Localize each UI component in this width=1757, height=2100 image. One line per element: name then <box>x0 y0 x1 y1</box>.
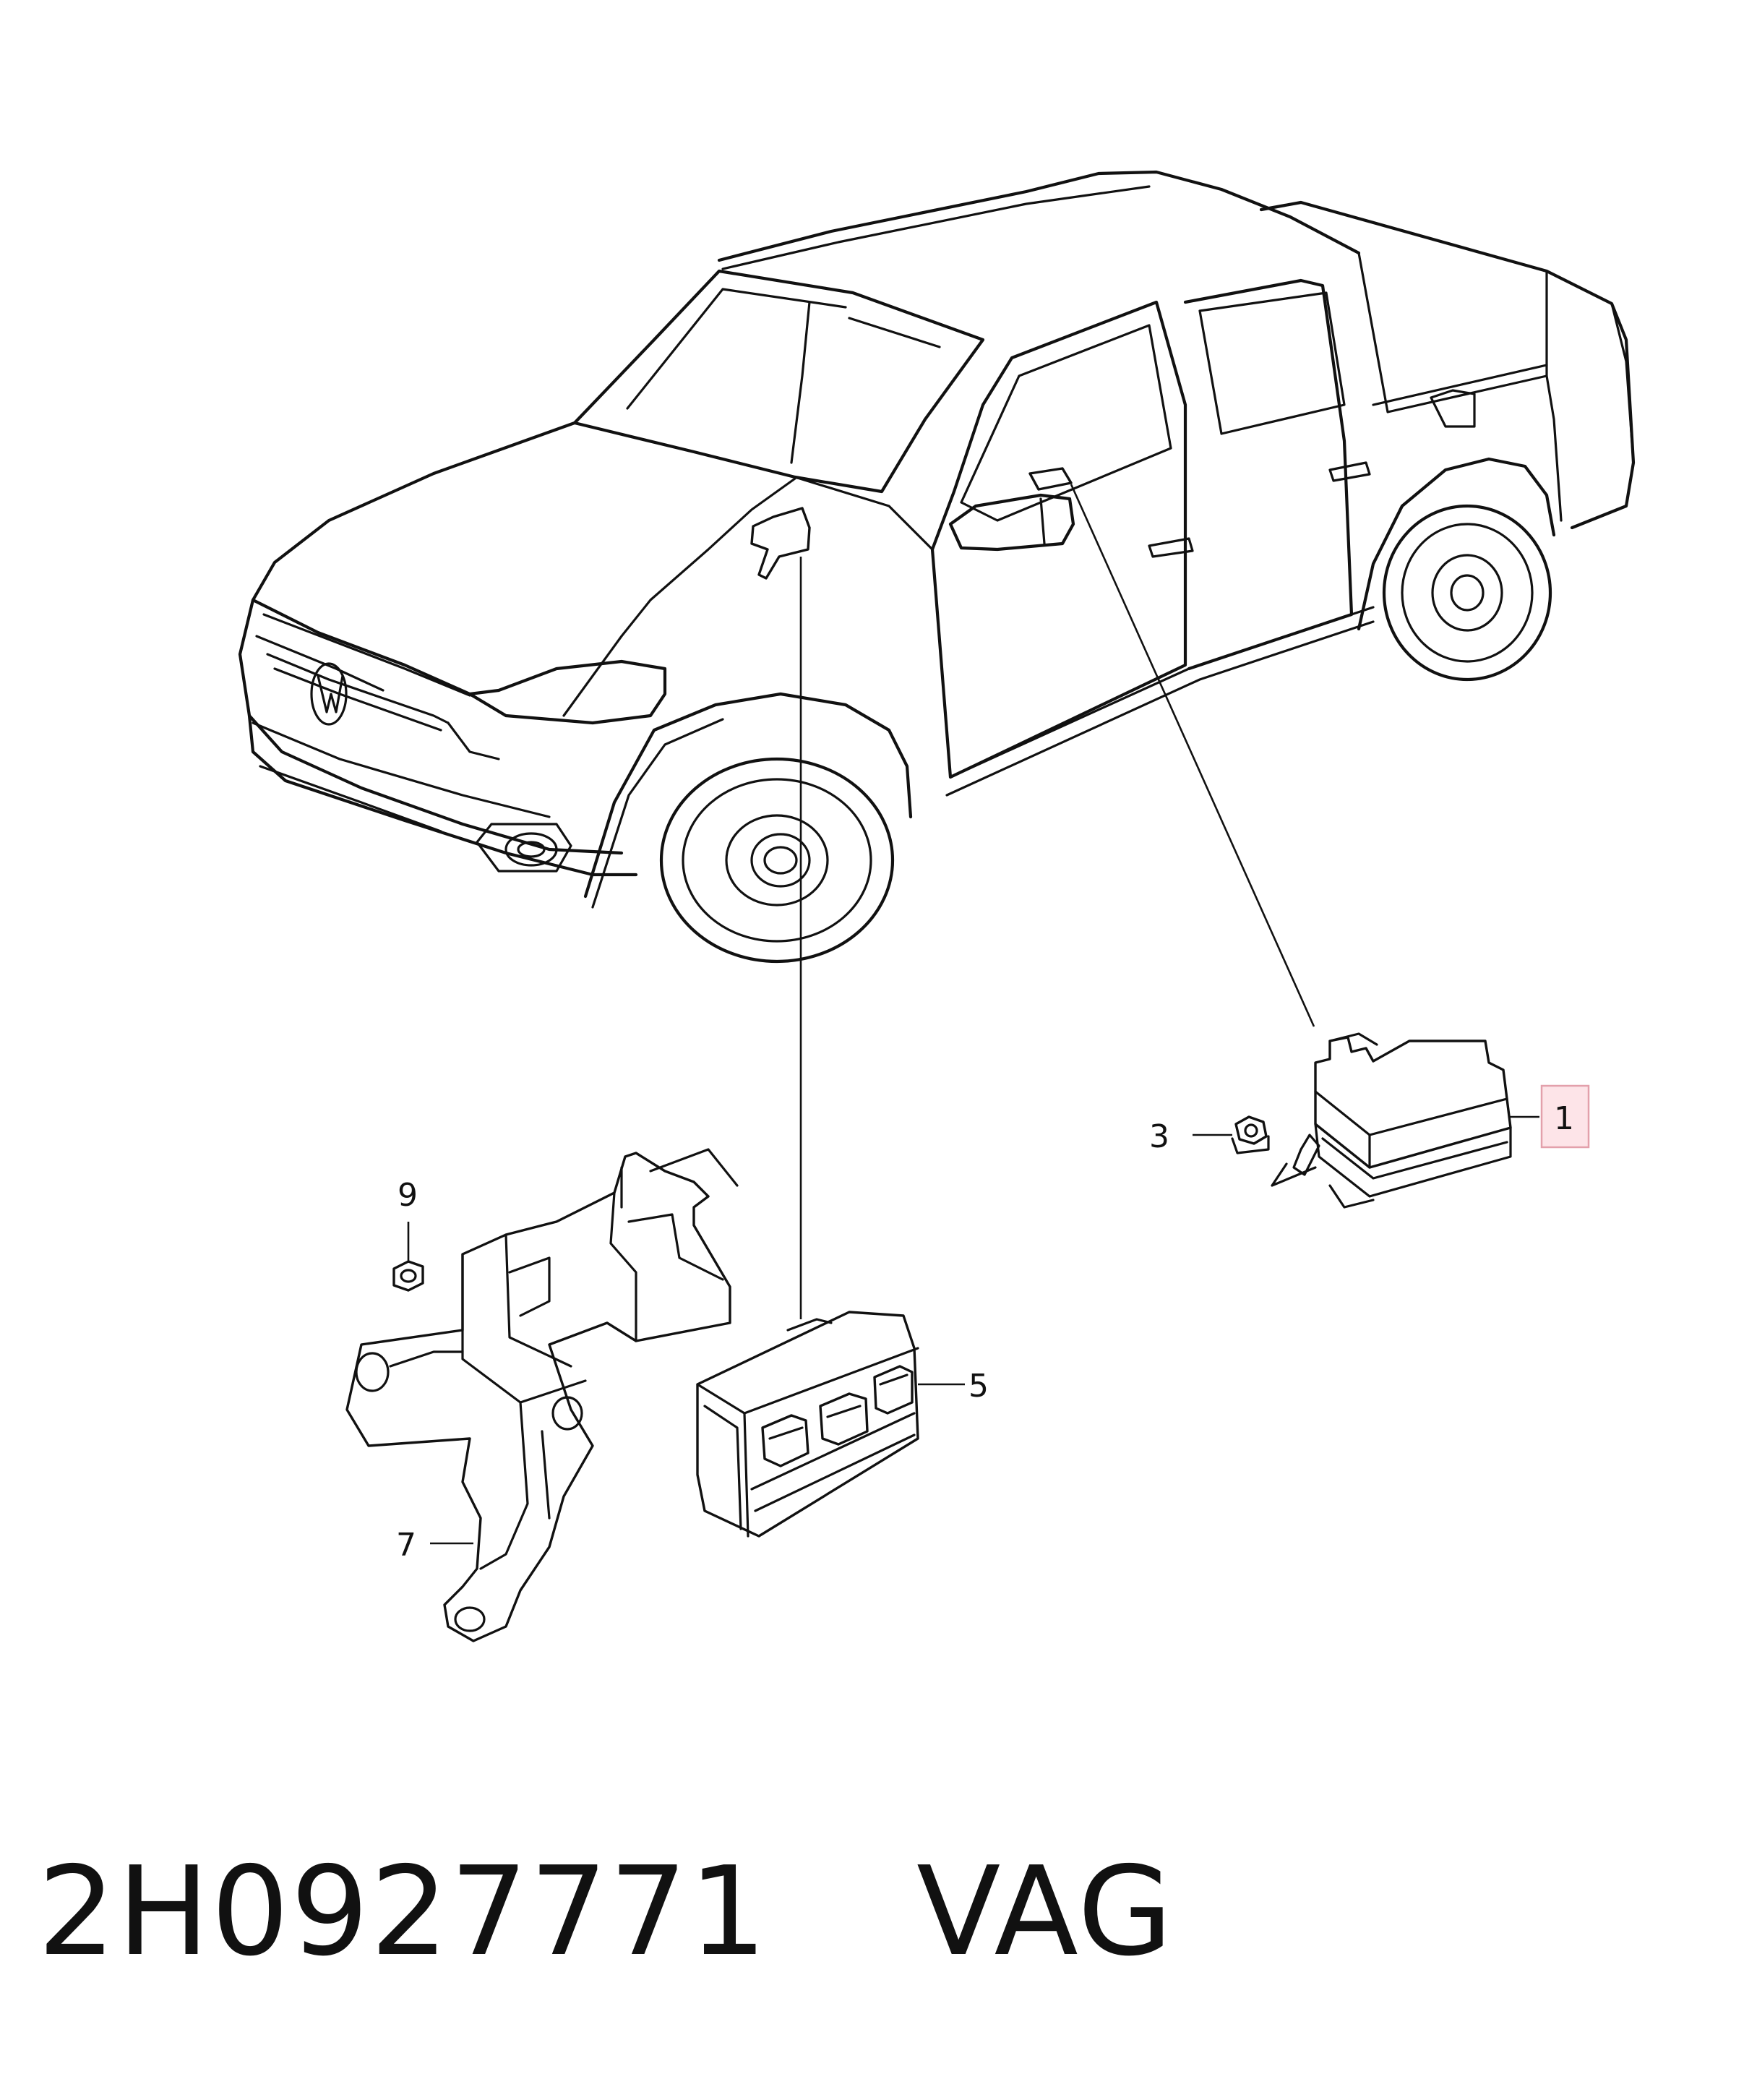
brand-name: VAG <box>916 1840 1174 1984</box>
part-3-nut <box>1234 1115 1268 1145</box>
part-9-nut <box>392 1260 424 1292</box>
callout-part-9[interactable]: 9 <box>398 1177 418 1214</box>
callout-part-5[interactable]: 5 <box>968 1368 989 1405</box>
pickup-truck-illustration <box>238 170 1636 964</box>
part-7-mounting-bracket <box>345 1148 739 1642</box>
part-caption: 2H0927771 VAG <box>38 1840 1174 1984</box>
callout-part-7[interactable]: 7 <box>396 1527 416 1564</box>
part-1-highlight-box <box>1540 1084 1590 1149</box>
callout-part-1[interactable]: 1 <box>1554 1100 1574 1137</box>
part-number: 2H0927771 <box>38 1840 769 1984</box>
callout-part-3[interactable]: 3 <box>1149 1118 1169 1155</box>
part-5-body-control-unit <box>696 1311 919 1538</box>
bracket-location-marker <box>750 507 811 580</box>
part-1-control-module <box>1231 1032 1512 1209</box>
module-location-marker <box>1028 467 1073 491</box>
leader-line-part-1 <box>1070 484 1315 1027</box>
